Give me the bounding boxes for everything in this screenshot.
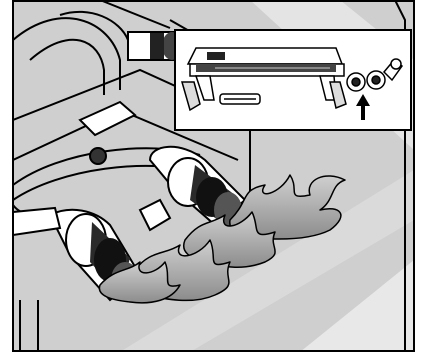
inset-panel [175,30,411,130]
control-valve-upper [128,32,182,60]
grill-lid [188,48,344,76]
